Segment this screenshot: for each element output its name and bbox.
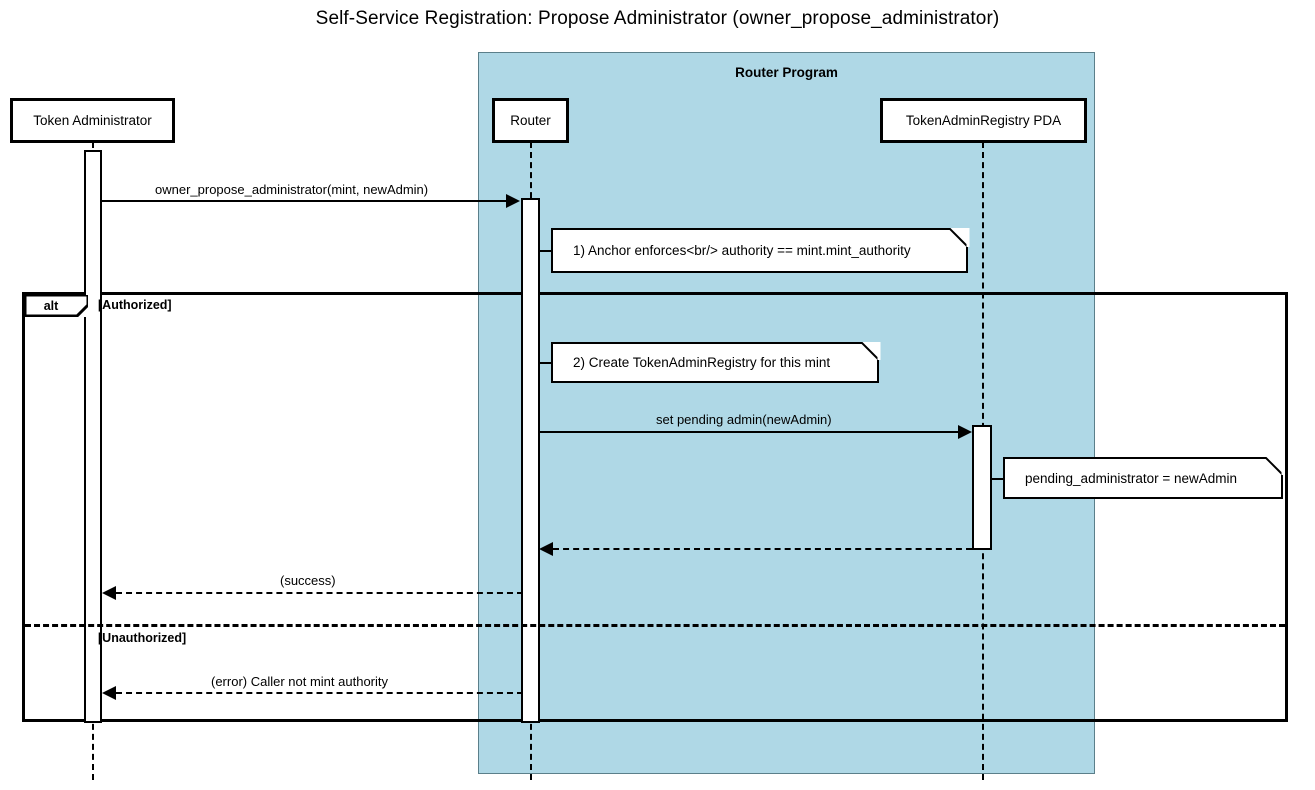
note-create-registry: 2) Create TokenAdminRegistry for this mi… [551, 342, 879, 383]
activation-token-admin-registry-pda [972, 425, 992, 550]
message-line-success-return [116, 592, 523, 594]
participant-token-admin-registry-pda[interactable]: TokenAdminRegistry PDA [880, 98, 1087, 143]
note-connector-anchor-enforces [540, 250, 552, 252]
note-text-create-registry: 2) Create TokenAdminRegistry for this mi… [573, 355, 831, 370]
participant-label-router: Router [510, 113, 551, 128]
message-arrowhead-pda-return [539, 542, 553, 556]
message-arrowhead-error-return [102, 686, 116, 700]
activation-router [521, 198, 540, 723]
alt-fragment-divider [25, 624, 1285, 627]
message-line-pda-return [553, 548, 972, 550]
alt-fragment-operator-label: alt [43, 299, 59, 313]
guard-label-authorized: [Authorized] [98, 298, 172, 312]
message-line-owner-propose-administrator [102, 200, 506, 202]
participant-token-administrator[interactable]: Token Administrator [10, 98, 175, 143]
note-text-anchor-enforces: 1) Anchor enforces<br/> authority == min… [573, 243, 911, 258]
note-text-pending-administrator: pending_administrator = newAdmin [1025, 470, 1237, 486]
participant-router[interactable]: Router [492, 98, 569, 143]
activation-token-administrator [84, 150, 102, 723]
message-line-error-return [116, 692, 523, 694]
note-connector-pending-administrator [992, 478, 1004, 480]
message-label-owner-propose-administrator: owner_propose_administrator(mint, newAdm… [155, 182, 429, 197]
alt-fragment [22, 292, 1288, 722]
message-label-error-return: (error) Caller not mint authority [211, 674, 388, 689]
message-line-set-pending-admin [540, 431, 958, 433]
note-connector-create-registry [540, 362, 552, 364]
message-arrowhead-success-return [102, 586, 116, 600]
note-pending-administrator: pending_administrator = newAdmin [1003, 457, 1283, 499]
message-label-set-pending-admin: set pending admin(newAdmin) [656, 412, 832, 427]
message-arrowhead-owner-propose-administrator [506, 194, 520, 208]
alt-fragment-tab [23, 293, 90, 318]
guard-label-unauthorized: [Unauthorized] [98, 631, 187, 645]
participant-label-token-administrator: Token Administrator [33, 113, 152, 128]
group-label-router-program: Router Program [735, 65, 838, 80]
message-label-success-return: (success) [280, 573, 336, 588]
participant-label-token-admin-registry-pda: TokenAdminRegistry PDA [905, 113, 1062, 128]
alt-tab-shape [23, 293, 90, 318]
group-box-router-program [478, 52, 1095, 774]
message-arrowhead-set-pending-admin [958, 425, 972, 439]
note-anchor-enforces: 1) Anchor enforces<br/> authority == min… [551, 228, 968, 273]
page-title: Self-Service Registration: Propose Admin… [315, 8, 1000, 29]
